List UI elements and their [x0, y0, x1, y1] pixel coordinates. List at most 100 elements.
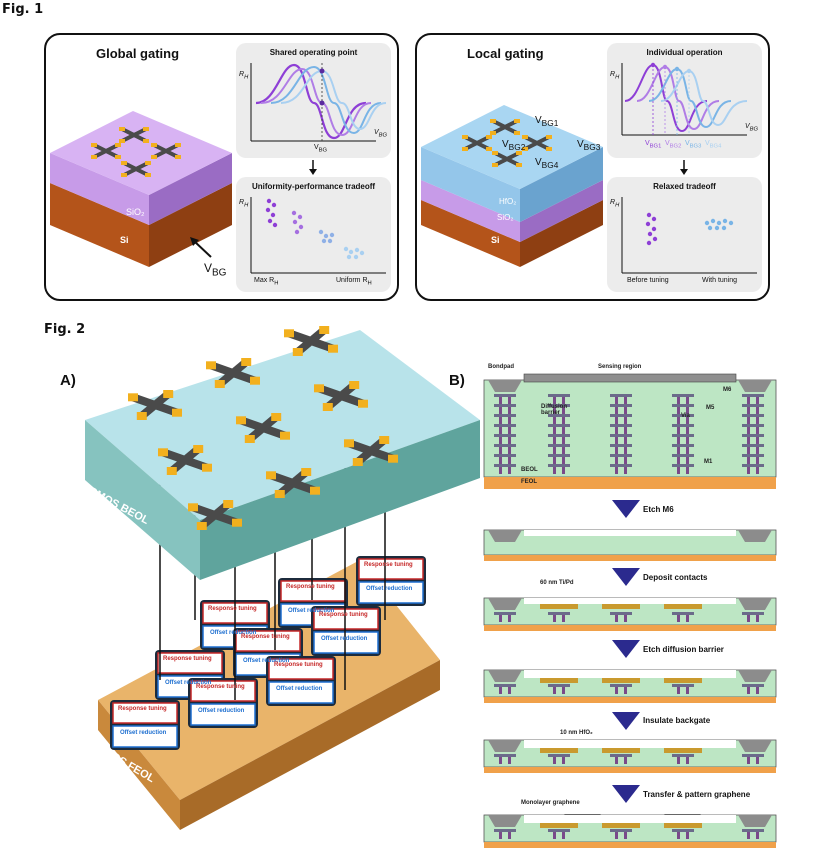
- process-step-arrow: [612, 712, 640, 730]
- beol-hall-cross: [344, 436, 398, 466]
- beol-hall-cross: [128, 390, 182, 420]
- uniformity-tradeoff-title: Uniformity-performance tradeoff: [251, 182, 376, 191]
- local-hall-cross: [490, 119, 520, 135]
- relaxed-tradeoff-box: Relaxed tradeoff RH Before tuning With t…: [607, 177, 762, 292]
- individual-ylabel: RH: [610, 71, 620, 81]
- process-cross-section: [483, 529, 777, 561]
- uniformity-scatter: [250, 197, 386, 274]
- process-cross-section: [483, 373, 777, 489]
- global-vbg-label: VBG: [204, 261, 227, 279]
- m6-label: M6: [723, 387, 732, 393]
- response-tuning-label: Response tuning: [118, 706, 167, 712]
- uniformity-tradeoff-box: Uniformity-performance tradeoff RH Max R…: [236, 177, 391, 292]
- shared-xlabel: VBG: [374, 129, 388, 139]
- relaxed-ylabel: RH: [610, 199, 620, 209]
- local-hall-cross: [522, 135, 552, 151]
- offset-reduction-label: Offset reduction: [198, 708, 245, 714]
- response-tuning-label: Response tuning: [208, 606, 257, 612]
- shared-operating-plot: [250, 63, 387, 142]
- local-gating-panel: Local gating HfO₂ SiO₂ Si VBG1 VBG2 VBG3…: [415, 33, 770, 301]
- response-tuning-label: Response tuning: [163, 656, 212, 662]
- response-tuning-label: Response tuning: [319, 612, 368, 618]
- global-device-illustration: [50, 111, 232, 267]
- process-cross-section: [483, 597, 777, 631]
- beol-hall-cross: [158, 445, 212, 475]
- feol-tuning-cell: [266, 656, 336, 706]
- before-tuning-tick: Before tuning: [627, 277, 669, 284]
- process-step-arrow: [612, 500, 640, 518]
- offset-reduction-label: Offset reduction: [165, 680, 212, 686]
- m5-label: M5: [706, 405, 715, 411]
- local-hfo2-label: HfO₂: [499, 197, 517, 206]
- shared-xtick: VBG: [314, 144, 328, 154]
- note-graphene: Monolayer graphene: [521, 800, 580, 806]
- uniform-rh-tick: Uniform RH: [336, 277, 372, 287]
- shared-ylabel: RH: [239, 71, 249, 81]
- vbg1-label: VBG1: [535, 115, 559, 128]
- local-device-illustration: [421, 105, 603, 267]
- process-step-arrow: [612, 785, 640, 803]
- with-tuning-tick: With tuning: [702, 277, 738, 284]
- global-hall-cross: [121, 161, 151, 177]
- global-hall-cross: [119, 127, 149, 143]
- max-rh-tick: Max RH: [254, 277, 279, 287]
- individual-xlabel: VBG: [745, 123, 759, 133]
- response-tuning-label: Response tuning: [241, 634, 290, 640]
- global-down-arrow: [309, 160, 317, 175]
- step-transfer-graphene: Transfer & pattern graphene: [643, 790, 751, 799]
- via-label: Via: [681, 413, 690, 419]
- diffusion-barrier-label: Diffusion barrier: [541, 404, 567, 416]
- panel-b-label: B): [449, 372, 465, 389]
- beol-hall-cross: [266, 468, 320, 498]
- response-tuning-label: Response tuning: [274, 662, 323, 668]
- tick-bg2: VBG2: [665, 140, 682, 150]
- response-tuning-label: Response tuning: [286, 584, 335, 590]
- offset-reduction-label: Offset reduction: [276, 686, 323, 692]
- feol-tuning-cell: [311, 606, 381, 656]
- tick-bg1: VBG1: [645, 140, 662, 150]
- response-tuning-label: Response tuning: [196, 684, 245, 690]
- local-sio2-label: SiO₂: [497, 213, 514, 222]
- vbg2-label: VBG2: [502, 139, 526, 152]
- offset-reduction-label: Offset reduction: [120, 730, 167, 736]
- individual-operation-box: Individual operation RH VBG VBG1 VBG2 VB…: [607, 43, 762, 158]
- m1-label: M1: [704, 459, 713, 465]
- beol-hall-cross: [236, 413, 290, 443]
- bondpad-label: Bondpad: [488, 364, 514, 370]
- note-hfo2: 10 nm HfO₂: [560, 730, 593, 736]
- global-gating-panel: Global gating SiO₂ Si VBG Shared operati…: [44, 33, 399, 301]
- local-gating-title: Local gating: [467, 46, 544, 61]
- beol-label: BEOL: [521, 467, 538, 473]
- panel-a-label: A): [60, 372, 76, 389]
- note-ti-pd: 60 nm Ti/Pd: [540, 580, 574, 586]
- shared-operating-title: Shared operating point: [269, 48, 358, 57]
- tick-bg4: VBG4: [705, 140, 722, 150]
- offset-reduction-label: Offset reduction: [243, 658, 290, 664]
- feol-tuning-cell: [188, 678, 258, 728]
- global-gating-title: Global gating: [96, 46, 180, 61]
- relaxed-tradeoff-title: Relaxed tradeoff: [653, 182, 716, 191]
- local-hall-cross: [462, 135, 492, 151]
- fig2-label: Fig. 2: [44, 322, 86, 337]
- process-step-arrow: [612, 568, 640, 586]
- beol-hall-cross: [206, 358, 260, 388]
- individual-operation-title: Individual operation: [646, 48, 723, 57]
- step-etch-diffusion: Etch diffusion barrier: [643, 645, 724, 654]
- tick-bg3: VBG3: [685, 140, 702, 150]
- response-tuning-label: Response tuning: [364, 562, 413, 568]
- beol-hall-cross: [314, 381, 368, 411]
- vbg4-label: VBG4: [535, 157, 559, 170]
- fig1-label: Fig. 1: [2, 2, 44, 17]
- individual-operation-plot: [621, 62, 748, 136]
- uniformity-ylabel: RH: [239, 199, 249, 209]
- process-step-arrow: [612, 640, 640, 658]
- local-down-arrow: [680, 160, 688, 175]
- global-hall-cross: [151, 143, 181, 159]
- feol-tuning-cell: [356, 556, 426, 606]
- offset-reduction-label: Offset reduction: [366, 586, 413, 592]
- process-cross-section: [483, 739, 777, 773]
- beol-hall-cross: [284, 326, 338, 356]
- process-cross-section: [483, 814, 777, 848]
